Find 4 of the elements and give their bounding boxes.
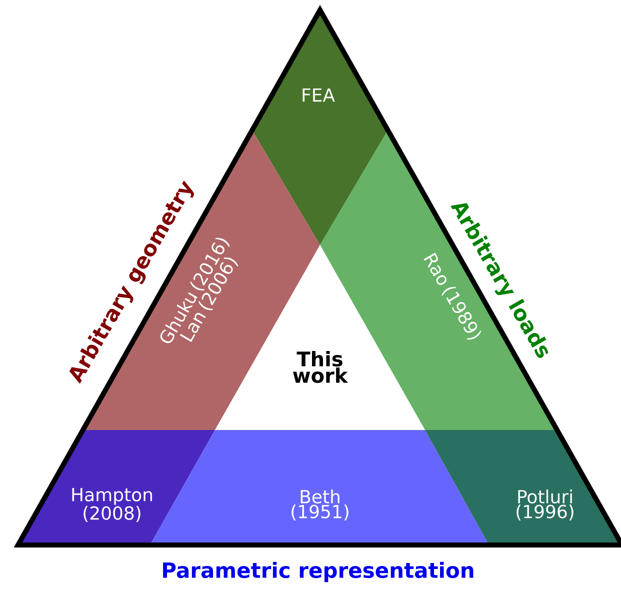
axis-label: Parametric representation [163, 562, 474, 582]
triangle-region: Hampton (2008) [18, 430, 215, 545]
triangle-region: FEA [252, 10, 388, 245]
triangle-region: Potluri (1996) [425, 430, 621, 545]
